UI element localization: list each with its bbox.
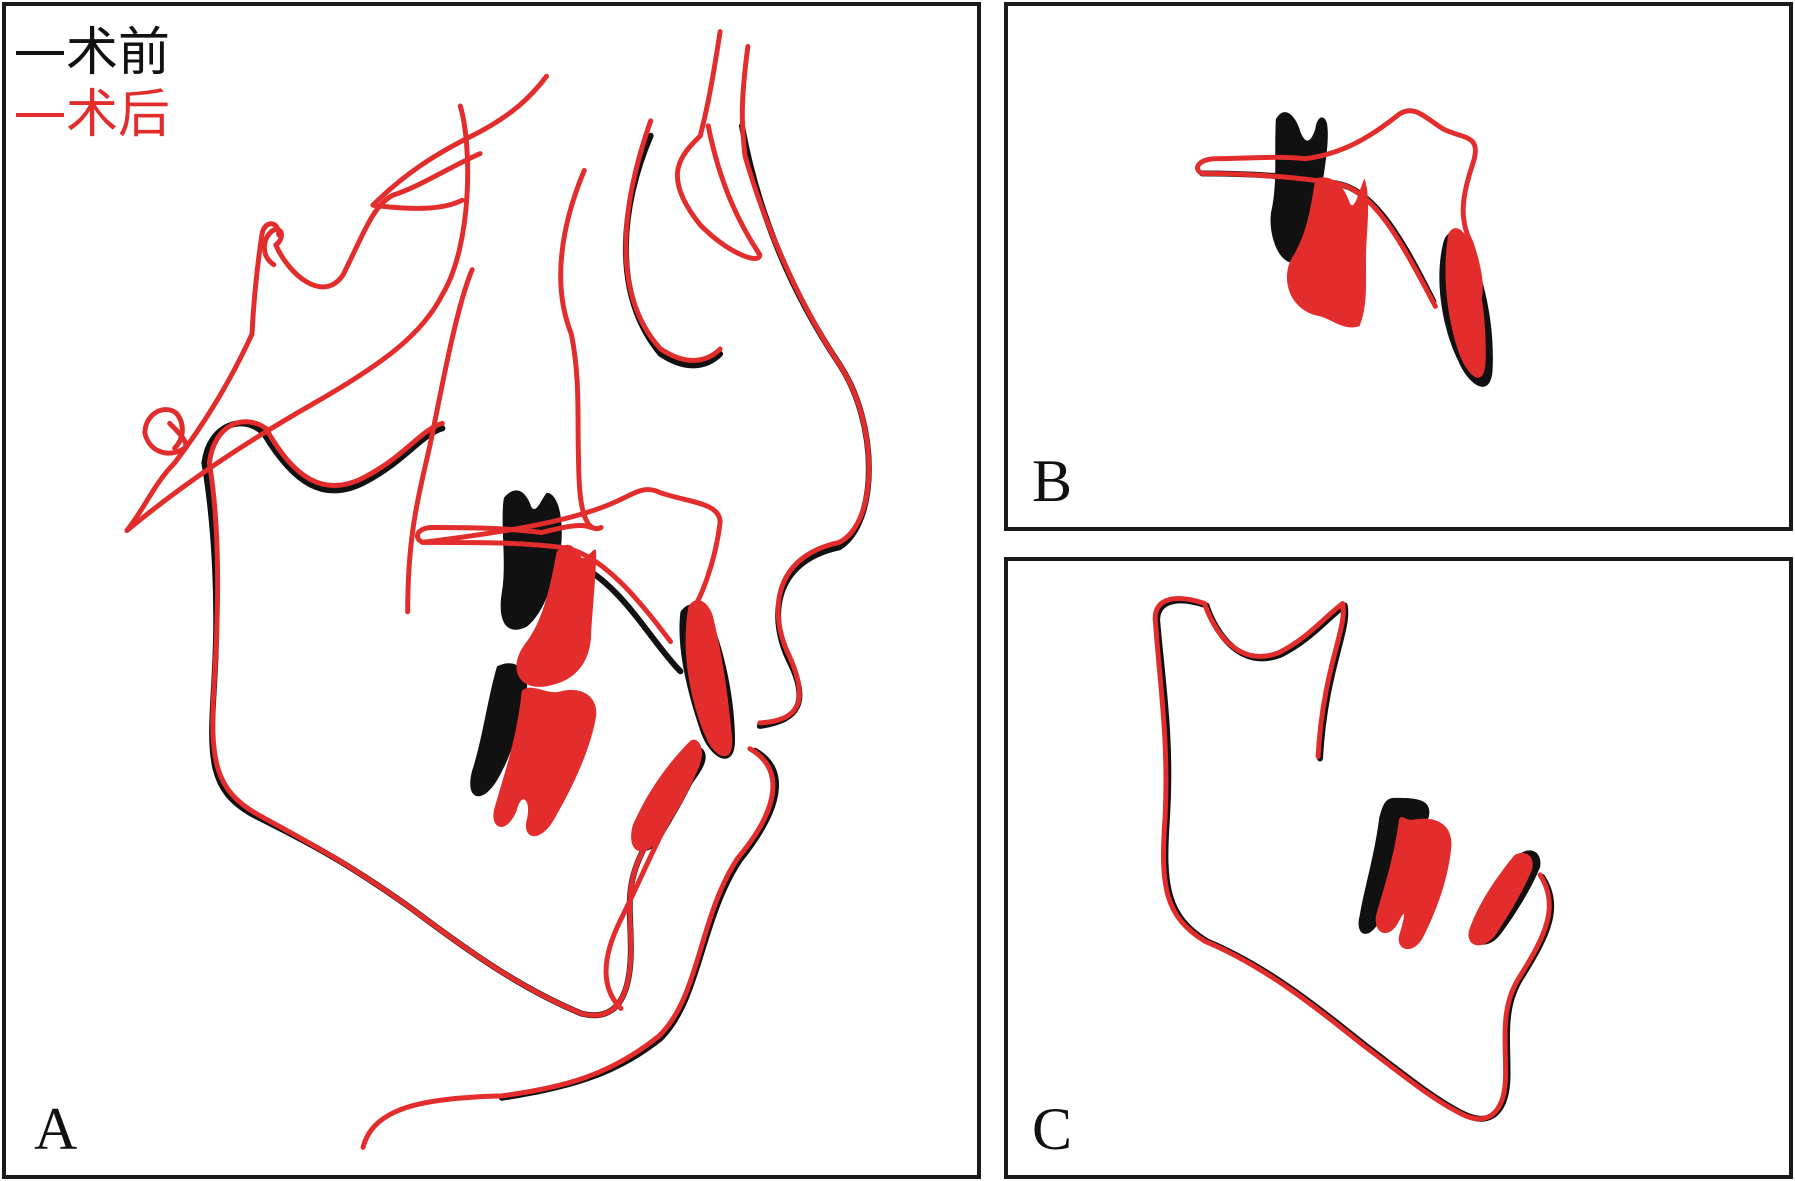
maxilla-outline: [414, 523, 594, 545]
legend: 术前 术后: [16, 22, 170, 146]
pre-orbit-curve: [622, 132, 724, 369]
panel-c: C: [1004, 557, 1793, 1179]
post-upper-incisor: [685, 600, 733, 757]
legend-swatch-post: [16, 113, 64, 117]
mandible-overlay: [1152, 596, 1555, 1122]
soft-tissue-profile: [739, 44, 872, 726]
legend-swatch-pre: [16, 51, 64, 55]
post-upper-incisor-b: [1445, 228, 1486, 378]
legend-label-post: 术后: [66, 85, 171, 145]
legend-item-pre: 术前: [16, 22, 170, 84]
panel-letter-a: A: [34, 1096, 78, 1162]
sella-contour: [370, 73, 550, 208]
post-op-maxilla: [1195, 108, 1486, 378]
pre-lower-molar: [470, 663, 528, 797]
post-op-tracing: [124, 29, 872, 1150]
maxilla-overlay: [1195, 108, 1493, 387]
nasal-bone-line: [674, 29, 763, 261]
mandible-outline: [206, 460, 701, 1018]
pre-ramus-notch: [201, 420, 446, 494]
pterygomaxillary-fissure: [558, 167, 604, 532]
post-op-mandible: [1152, 596, 1552, 1122]
pterygoid-line: [405, 267, 475, 615]
post-upper-molar-b: [1286, 177, 1369, 328]
post-lower-molar: [493, 687, 597, 837]
panel-letter-b: B: [1032, 448, 1073, 514]
palatal-plane-b: [1195, 108, 1483, 304]
legend-item-post: 术后: [16, 84, 170, 146]
pre-soft-tissue-profile: [738, 122, 872, 729]
panel-b: B: [1004, 2, 1793, 531]
chin-profile: [360, 746, 776, 1150]
orbit-contour: [623, 118, 723, 363]
porion-circle: [142, 407, 189, 456]
sella-turcica: [262, 151, 483, 290]
post-lower-incisor: [631, 739, 702, 852]
frankfort-line: [370, 197, 465, 211]
ramus-notch-c: [1152, 596, 1346, 759]
posterior-cranial-line: [124, 221, 282, 533]
cephalometric-tracing-overlay: [124, 29, 872, 1150]
post-lower-incisor-c: [1468, 852, 1533, 946]
mandible-outline-c: [1152, 615, 1552, 1122]
ramus-notch: [206, 419, 445, 488]
post-op-teeth: [493, 544, 733, 852]
post-lower-molar-c: [1375, 816, 1452, 950]
panel-a: 术前 术后 A: [2, 2, 981, 1179]
post-upper-molar: [516, 544, 597, 687]
legend-label-pre: 术前: [66, 23, 171, 83]
panel-letter-c: C: [1032, 1096, 1073, 1162]
pre-mandible-outline-c: [1154, 617, 1555, 1122]
